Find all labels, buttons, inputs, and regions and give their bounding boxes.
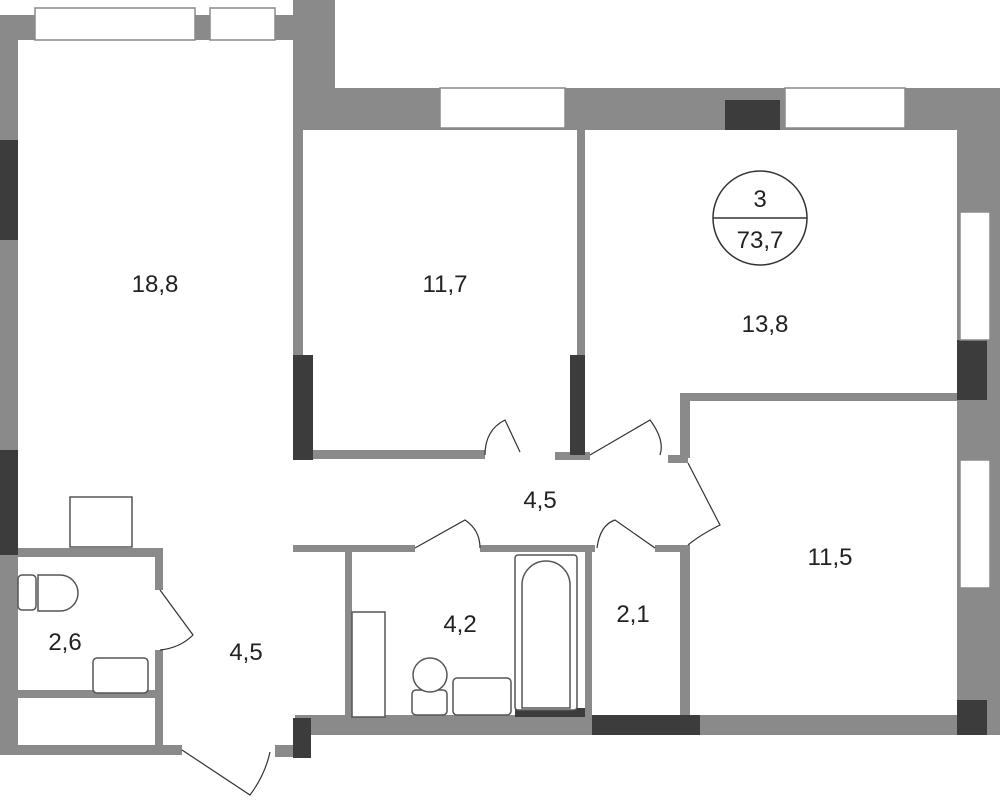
sink-icon [92, 657, 149, 694]
rooms-count: 3 [753, 186, 766, 213]
room-area-entrance: 4,5 [229, 639, 262, 666]
toilet-icon [411, 689, 448, 716]
windows [34, 7, 991, 589]
room-area-bathroom: 4,2 [443, 611, 476, 638]
fixtures [17, 496, 578, 718]
room-area-hallway: 4,5 [523, 487, 556, 514]
rooms-area-badge: 3 73,7 [712, 170, 808, 266]
washing-machine-icon [351, 611, 386, 718]
doors [159, 419, 721, 796]
room-area-bedroom-2: 13,8 [742, 311, 789, 338]
room-area-storage: 2,1 [616, 601, 649, 628]
room-area-living: 18,8 [132, 271, 179, 298]
room-area-bedroom-3: 11,5 [808, 544, 853, 571]
sink-icon [69, 496, 133, 548]
room-area-bedroom-1: 11,7 [423, 271, 468, 298]
room-area-toilet: 2,6 [48, 629, 81, 656]
sink-icon [452, 677, 512, 716]
total-area: 73,7 [737, 227, 784, 254]
toilet-icon [17, 574, 37, 611]
